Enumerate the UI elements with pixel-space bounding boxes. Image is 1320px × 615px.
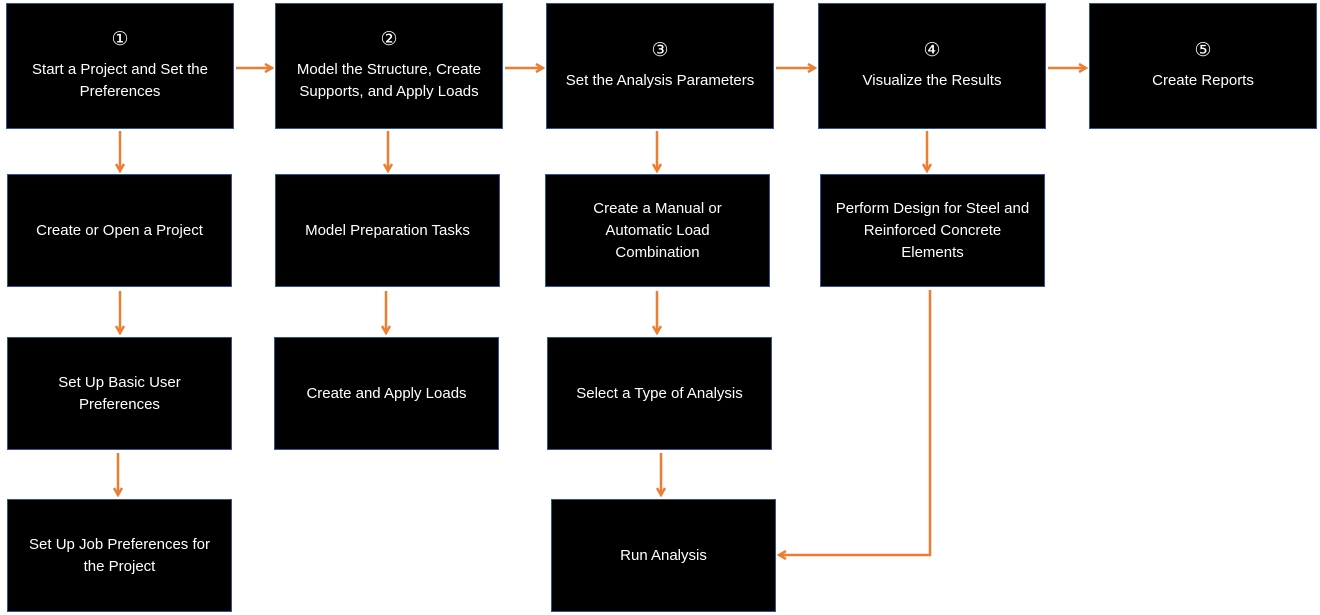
step-4-label: Visualize the Results (862, 72, 1002, 89)
step-4-box: ④ Visualize the Results (818, 3, 1046, 129)
task-label: Create a Manual or Automatic Load Combin… (593, 199, 722, 261)
task-label: Run Analysis (620, 546, 707, 564)
task-label: Create or Open a Project (36, 221, 203, 239)
step-1-box: ① Start a Project and Set the Preference… (6, 3, 234, 129)
task-label: Set Up Basic User Preferences (58, 373, 181, 413)
task-create-apply-loads: Create and Apply Loads (274, 337, 499, 450)
step-4-number: ④ (923, 40, 941, 61)
step-3-number: ③ (651, 40, 669, 61)
task-label: Select a Type of Analysis (576, 384, 743, 402)
task-label: Model Preparation Tasks (305, 221, 470, 239)
step-1-number: ① (111, 29, 129, 50)
step-2-box: ② Model the Structure, Create Supports, … (275, 3, 503, 129)
step-3-label: Set the Analysis Parameters (565, 72, 755, 89)
task-perform-design: Perform Design for Steel and Reinforced … (820, 174, 1045, 287)
task-label: Perform Design for Steel and Reinforced … (835, 199, 1030, 261)
task-load-combination: Create a Manual or Automatic Load Combin… (545, 174, 770, 287)
step-2-number: ② (380, 29, 398, 50)
task-run-analysis: Run Analysis (551, 499, 776, 612)
step-1-label: Start a Project and Set the Preferences (32, 61, 208, 100)
task-select-analysis-type: Select a Type of Analysis (547, 337, 772, 450)
arrow-design-to-run-analysis (779, 290, 932, 555)
step-5-label: Create Reports (1152, 72, 1254, 89)
step-3-box: ③ Set the Analysis Parameters (546, 3, 774, 129)
task-create-open-project: Create or Open a Project (7, 174, 232, 287)
step-5-box: ⑤ Create Reports (1089, 3, 1317, 129)
step-5-number: ⑤ (1194, 40, 1212, 61)
task-basic-user-preferences: Set Up Basic User Preferences (7, 337, 232, 450)
task-job-preferences: Set Up Job Preferences for the Project (7, 499, 232, 612)
step-2-label: Model the Structure, Create Supports, an… (296, 61, 482, 100)
task-label: Set Up Job Preferences for the Project (29, 535, 210, 575)
task-model-preparation: Model Preparation Tasks (275, 174, 500, 287)
task-label: Create and Apply Loads (306, 384, 467, 402)
